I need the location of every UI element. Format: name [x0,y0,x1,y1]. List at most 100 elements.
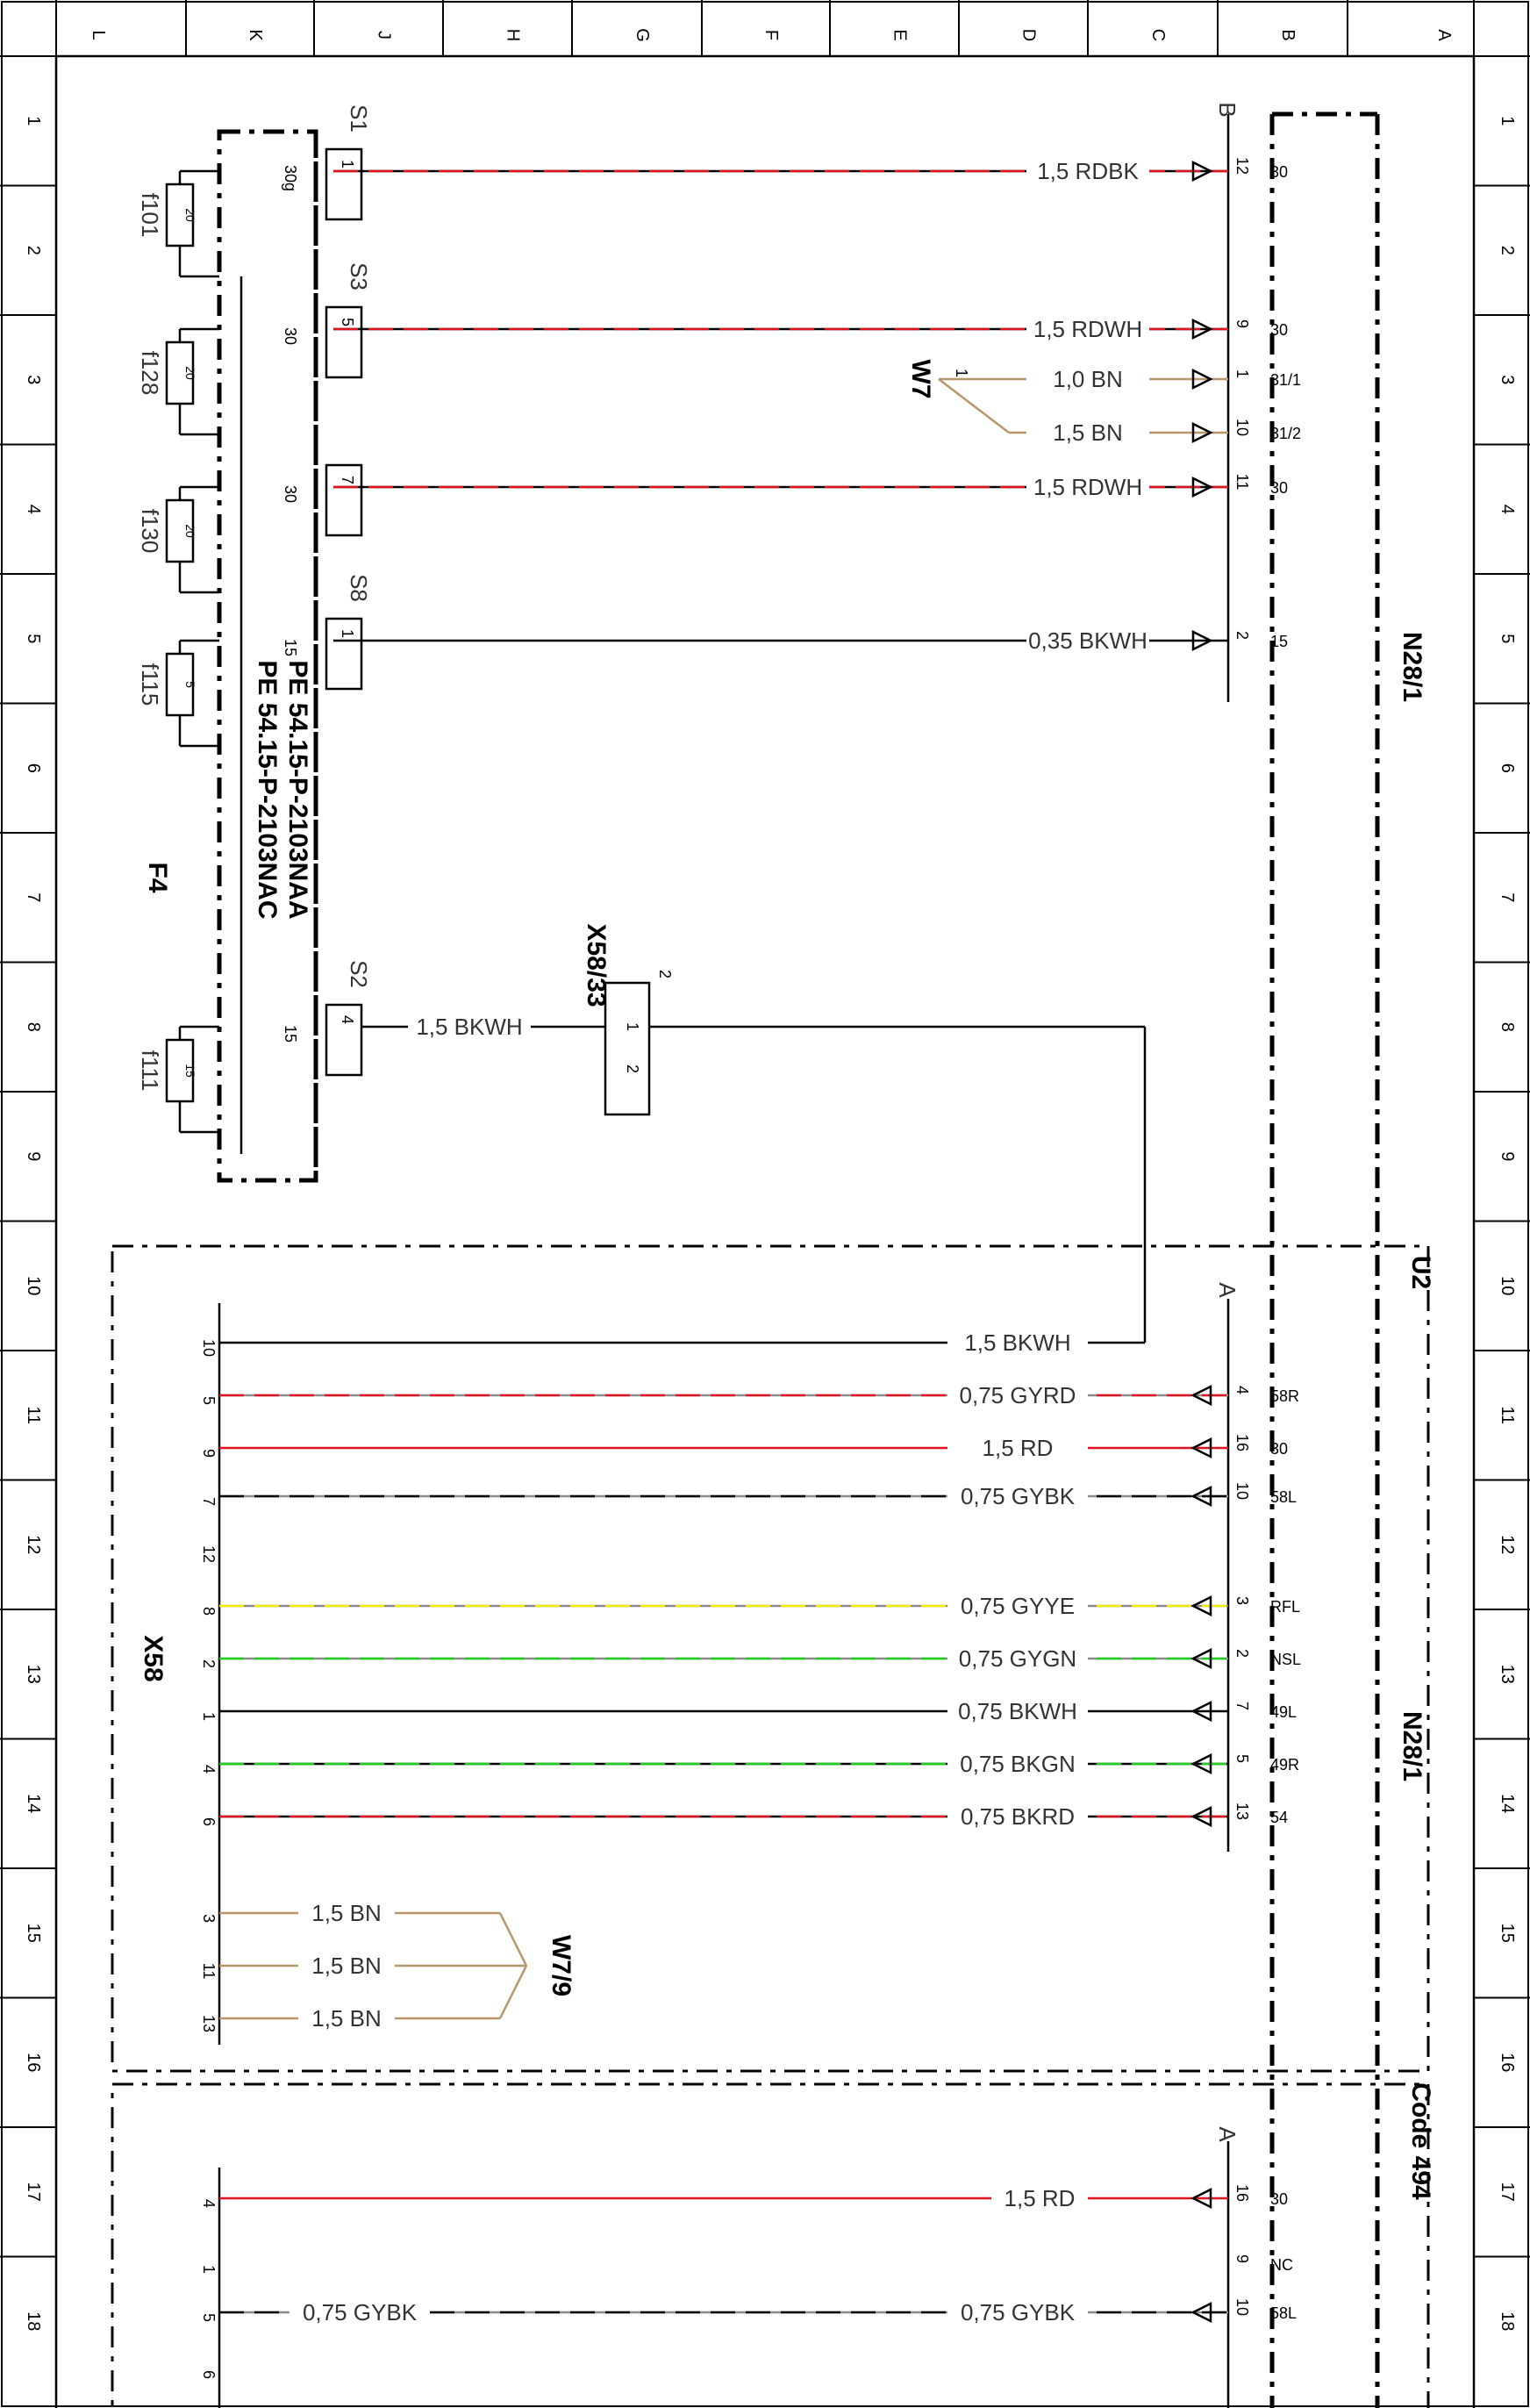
module-pin: 2 [1233,631,1251,640]
wire-label-bg [1026,419,1149,447]
module-pin: 2 [1233,1649,1251,1658]
column-letter: A [1434,29,1454,41]
column-letter: K [246,29,265,41]
row-number: 9 [24,1151,43,1161]
connector-a-code: A [1214,2126,1240,2142]
module-terminal: 15 [1270,633,1288,650]
fuse-box-f4: 20f10130g20f1283020f130305f1151515f11115… [137,104,372,1183]
wire-label-bg [991,2184,1088,2212]
wire-label-bg [290,2298,430,2326]
row-number: 3 [24,375,43,384]
wire-label: 1,5 BKWH [964,1329,1070,1356]
row-number: 17 [1498,2182,1517,2202]
column-letter: F [761,30,781,40]
switch-name: S2 [346,960,372,988]
switch-contact [325,617,363,691]
wire-label-bg [947,1482,1088,1510]
module-code-494 [111,2082,1430,2408]
row-number: 6 [24,763,43,773]
wire-label-bg [947,1381,1088,1409]
x58-pin: 4 [200,1765,218,1774]
label-u2: U2 [1406,1256,1435,1289]
switch-contact [325,463,363,537]
module-terminal: NC [1270,2256,1293,2274]
module-pin: 10 [1233,419,1251,436]
arrow-marker [1190,2187,1212,2210]
wire-label-bg [947,2298,1088,2326]
row-number: 18 [24,2311,43,2331]
fuse-name: f101 [137,193,163,238]
fuse-rating: 20 [183,524,197,538]
row-number: 3 [1498,375,1517,384]
wire-label-bg [947,1750,1088,1778]
label-x58-33: X58/33 [582,923,611,1007]
x58-pin: 8 [200,1607,218,1616]
reference-1: PE 54.15-P-2103NAA [283,660,312,919]
module-pin: 7 [1233,1702,1251,1710]
wire-bn-join [498,1912,528,1967]
row-number: 18 [1498,2311,1517,2331]
wire-label-bg [947,1434,1088,1462]
row-number: 13 [1498,1665,1517,1684]
x58-33-pin1: 1 [624,1022,641,1031]
wire-label: 1,5 RD [1005,2185,1076,2211]
label-w7: W7 [906,360,935,399]
switch-contact [325,147,363,221]
module-terminal: NSL [1270,1651,1301,1668]
fuse-terminal: 30 [282,327,299,345]
arrow-marker [1191,318,1213,340]
wire-label: 0,75 GYBK [961,2299,1076,2326]
label-f4: F4 [143,862,172,892]
x58-pin: 10 [200,1339,218,1357]
switch-name: S8 [346,574,372,602]
wire-label-bg [1026,157,1149,185]
row-number: 10 [24,1276,43,1295]
row-number: 15 [24,1924,43,1943]
module-terminal: RFL [1270,1598,1300,1616]
arrow-marker [1190,1485,1212,1508]
column-letter: H [504,29,523,41]
x58-pin: 5 [200,2313,218,2322]
row-number: 9 [1498,1151,1517,1161]
switch-pin: 1 [339,629,356,638]
module-terminal: 58L [1270,1488,1297,1506]
wire-label-bg [947,1645,1088,1673]
row-number: 14 [24,1794,43,1813]
fuse-name: f128 [137,351,163,396]
fuse-name: f111 [137,1050,163,1092]
row-number: 7 [1498,892,1517,902]
switch-name: S3 [346,262,372,290]
row-number: 8 [1498,1022,1517,1032]
switch-pin: 1 [339,160,356,168]
arrow-marker [1191,421,1213,444]
fuse-rating: 20 [183,366,197,380]
arrow-marker [1190,1700,1212,1723]
switch-pin: 4 [339,1015,356,1024]
wire-label-bg [408,1014,531,1042]
module-terminal: 58L [1270,2304,1297,2322]
arrow-marker [1190,1437,1212,1459]
row-number: 17 [24,2182,43,2202]
row-number: 16 [24,2053,43,2072]
arrow-marker [1190,1384,1212,1407]
row-number: 4 [1498,505,1517,514]
wire-label: 1,5 BN [311,1953,382,1979]
module-terminal: 30 [1270,321,1288,339]
fuse-terminal: 30 [282,485,299,503]
wire-label: 0,75 GYYE [961,1593,1075,1619]
row-number: 13 [24,1665,43,1684]
x58-pin: 1 [200,2265,218,2274]
module-terminal: 54 [1270,1809,1288,1826]
wire-label: 0,75 GYGN [959,1645,1076,1672]
x58-pin: 4 [200,2199,218,2208]
connector-b: B [1214,102,1240,117]
label-w7-9: W7/9 [547,1935,576,1996]
row-number: 16 [1498,2053,1517,2072]
column-letter: J [375,31,394,39]
wire-label-bg [298,2004,395,2032]
